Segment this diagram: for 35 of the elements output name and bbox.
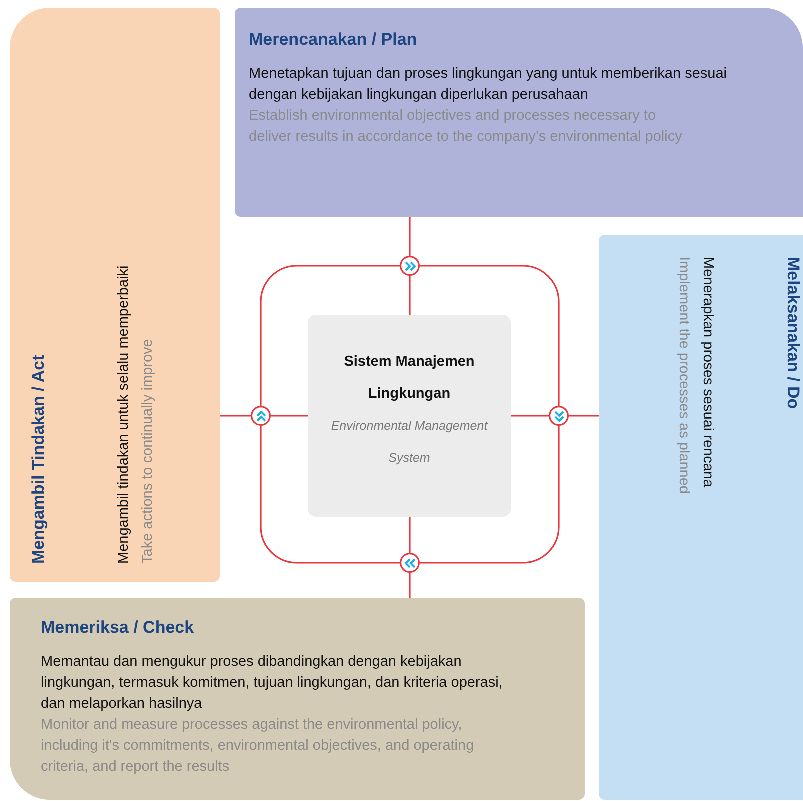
connector-line bbox=[569, 415, 599, 417]
panel-description: Menetapkan tujuan dan proses lingkungan yang untuk memberikan sesuai dengan kebijakan lingkungan diperlukan perusahaan bbox=[249, 65, 728, 105]
connector-line bbox=[420, 265, 560, 406]
connector-line bbox=[271, 415, 308, 417]
check-panel bbox=[10, 598, 585, 800]
panel-heading: Memeriksa / Check bbox=[41, 618, 196, 638]
connector-line bbox=[260, 426, 400, 564]
panel-description: Menerapkan proses sesuai rencana bbox=[699, 257, 717, 490]
connector-line bbox=[260, 265, 400, 406]
center-subtitle: Environmental Management System bbox=[330, 418, 490, 467]
panel-heading: Merencanakan / Plan bbox=[249, 30, 418, 50]
panel-translation: Establish environmental objectives and processes necessary to deliver results in accordance to the company’s environmental policy bbox=[249, 107, 684, 147]
panel-translation: Monitor and measure processes against the environmental policy, including it's commitments, environmental objectives, and operating criteria, and report the results bbox=[41, 716, 476, 777]
panel-translation: Implement the processes as planned bbox=[675, 257, 693, 496]
panel-description: Mengambil tindakan untuk selalu memperbaiki bbox=[115, 264, 133, 564]
connector-line bbox=[220, 415, 251, 417]
act-panel bbox=[10, 8, 220, 582]
panel-translation: Take actions to continually improve bbox=[139, 338, 157, 564]
center-title: Sistem Manajemen Lingkungan bbox=[343, 353, 476, 404]
center-box bbox=[308, 315, 511, 517]
panel-heading: Melaksanakan / Do bbox=[783, 257, 803, 412]
connector-line bbox=[409, 276, 411, 315]
panel-heading: Mengambil Tindakan / Act bbox=[29, 354, 49, 564]
connector-line bbox=[409, 217, 411, 256]
loop-node bbox=[400, 256, 420, 276]
connector-line bbox=[420, 426, 560, 564]
panel-description: Memantau dan mengukur proses dibandingkan dengan kebijakan lingkungan, termasuk komitmen, tujuan lingkungan, dan kriteria operasi, dan melaporkan hasilnya bbox=[41, 653, 504, 714]
plan-panel bbox=[235, 8, 803, 217]
connector-line bbox=[409, 517, 411, 553]
connector-line bbox=[409, 573, 411, 598]
loop-node bbox=[549, 406, 569, 426]
loop-node bbox=[400, 553, 420, 573]
connector-line bbox=[511, 415, 549, 417]
loop-node bbox=[251, 406, 271, 426]
do-panel bbox=[599, 235, 803, 800]
